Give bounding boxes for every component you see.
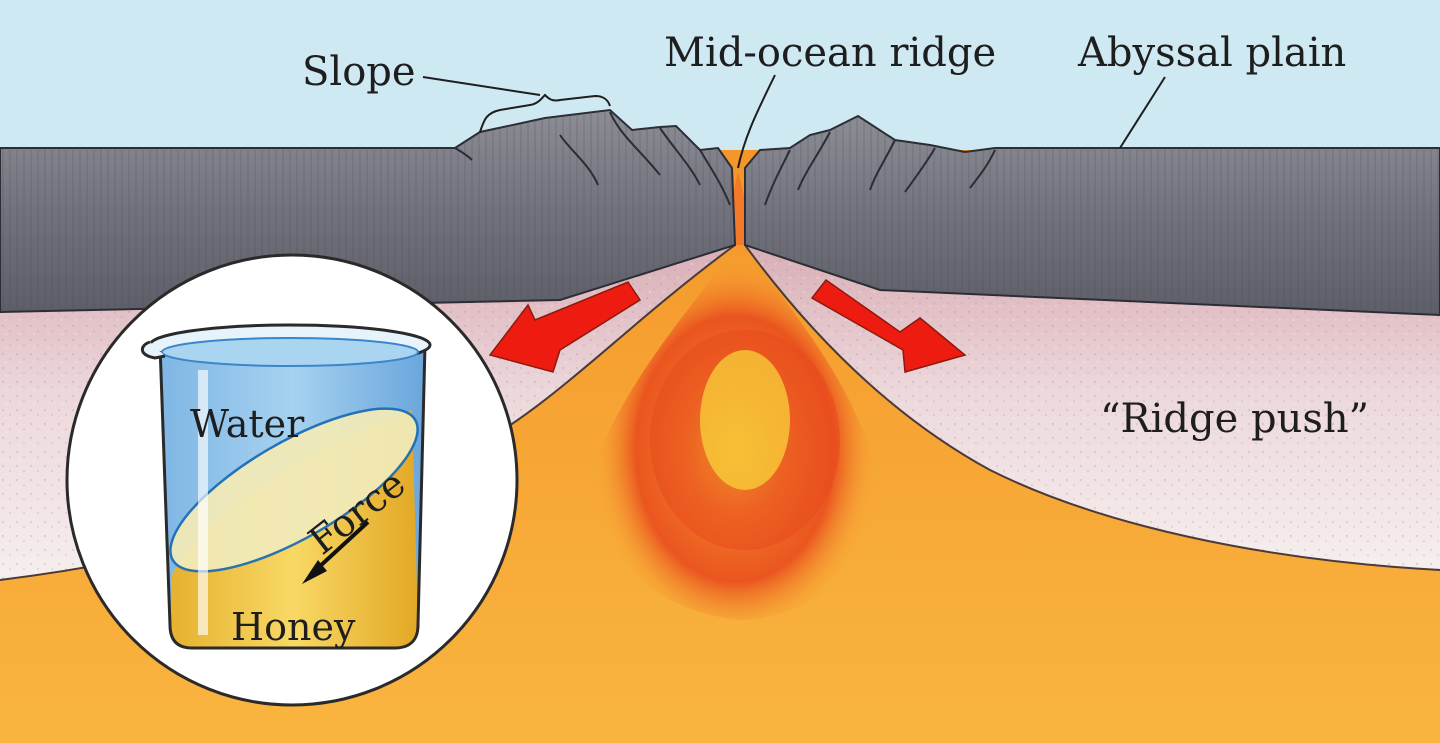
slope-label: Slope (302, 49, 416, 95)
fault-lines (454, 111, 996, 206)
mid-ocean-ridge-label: Mid-ocean ridge (664, 30, 996, 76)
spreading-arrow-left (488, 281, 642, 373)
spreading-arrow-right (810, 278, 967, 373)
abyssal-plain-label: Abyssal plain (1077, 30, 1346, 76)
beaker-inset: Water Force Honey (65, 253, 519, 707)
ridge-push-label: “Ridge push” (1100, 396, 1369, 442)
honey-label: Honey (231, 605, 356, 649)
force-arrow (316, 520, 370, 570)
beaker-icon (140, 323, 432, 650)
water-label: Water (190, 402, 305, 446)
leader-lines (422, 74, 1166, 169)
ocean (0, 0, 1440, 160)
